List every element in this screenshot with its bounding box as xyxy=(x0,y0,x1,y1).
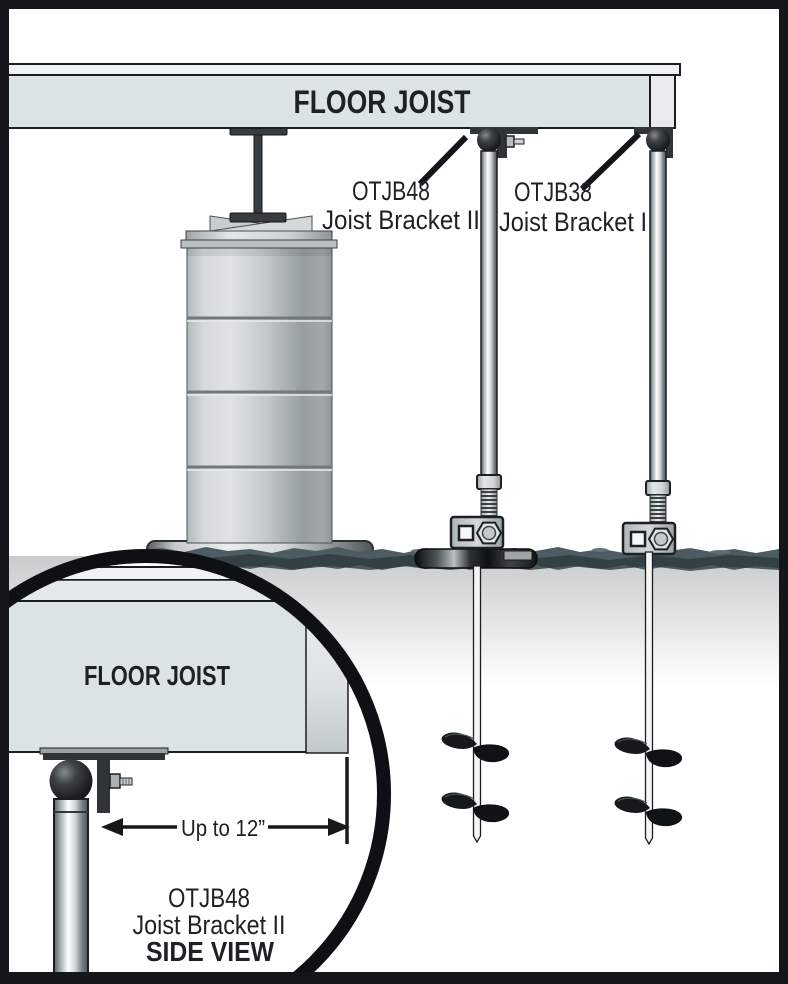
joist-body xyxy=(4,74,651,129)
subfloor-board xyxy=(4,63,681,76)
joist-bracket-ii xyxy=(470,127,538,158)
threaded-rod xyxy=(649,494,667,525)
inset-bolt-head xyxy=(109,773,121,789)
auger-shaft xyxy=(472,565,482,844)
inset-floor-joist-label: FLOOR JOIST xyxy=(84,660,230,691)
anchor-block xyxy=(449,515,505,550)
bracket-bolt-shaft xyxy=(513,138,525,145)
concrete-pier xyxy=(180,125,338,544)
frame-border-bottom xyxy=(0,972,788,984)
joist-end-cap xyxy=(649,74,676,129)
label-otjb48-code: OTJB48 xyxy=(352,176,430,206)
inset-post xyxy=(53,798,89,975)
floor-joist-label: FLOOR JOIST xyxy=(294,84,471,120)
anchor-plate-tab xyxy=(503,550,533,561)
rod-shaft xyxy=(480,150,498,478)
coupling-nut xyxy=(645,480,671,496)
anchor-block xyxy=(621,521,677,556)
pivot-ball xyxy=(477,128,501,152)
square-hole xyxy=(457,524,475,542)
inset-ring xyxy=(0,549,391,984)
label-otjb38-name: Joist Bracket I xyxy=(499,207,647,237)
floor-joist-beam: FLOOR JOIST xyxy=(4,63,681,129)
ground-fleck xyxy=(592,548,608,552)
ibeam-bottom-flange xyxy=(229,212,287,223)
inset-pivot-ball xyxy=(49,759,93,803)
ground-fleck xyxy=(710,550,730,554)
dimension-arrowhead-right xyxy=(328,818,350,836)
inset-name-label: Joist Bracket II xyxy=(133,910,286,940)
coupling-nut xyxy=(476,474,502,490)
inset-bracket-arm xyxy=(97,760,110,813)
leader-line-right xyxy=(579,131,642,192)
bracket-arm xyxy=(497,127,507,158)
hex-nut-bore xyxy=(653,531,669,547)
inset-joist-face xyxy=(0,600,309,753)
inset-view-label: SIDE VIEW xyxy=(146,936,274,967)
inset-bracket xyxy=(39,747,169,813)
ibeam-web xyxy=(253,134,263,216)
rod-shaft xyxy=(649,150,667,482)
pier-cap xyxy=(180,230,338,249)
callouts: OTJB48 Joist Bracket II OTJB38 Joist Bra… xyxy=(322,131,647,237)
label-otjb48-name: Joist Bracket II xyxy=(322,205,480,235)
frame-border-left xyxy=(0,0,9,984)
dimension-annotation xyxy=(101,757,350,844)
square-hole xyxy=(629,530,647,548)
pier-top-shadow xyxy=(187,247,332,256)
label-otjb38-code: OTJB38 xyxy=(514,177,592,207)
support-rod-left xyxy=(414,127,538,844)
inset-code-label: OTJB48 xyxy=(168,883,250,913)
dimension-arrowhead-left xyxy=(101,818,123,836)
support-rod-right xyxy=(613,127,683,846)
auger-shaft xyxy=(644,551,654,846)
pivot-ball xyxy=(646,128,670,152)
hex-nut-bore xyxy=(481,525,497,541)
leader-line-left xyxy=(417,134,469,187)
frame-border-top xyxy=(0,0,788,9)
dimension-label: Up to 12” xyxy=(181,815,265,841)
pier-seams xyxy=(187,316,332,471)
bracket-bolt-head xyxy=(505,135,515,148)
inset-bracket-plate xyxy=(43,753,165,760)
frame-border-right xyxy=(779,0,788,984)
threaded-rod xyxy=(480,488,498,519)
